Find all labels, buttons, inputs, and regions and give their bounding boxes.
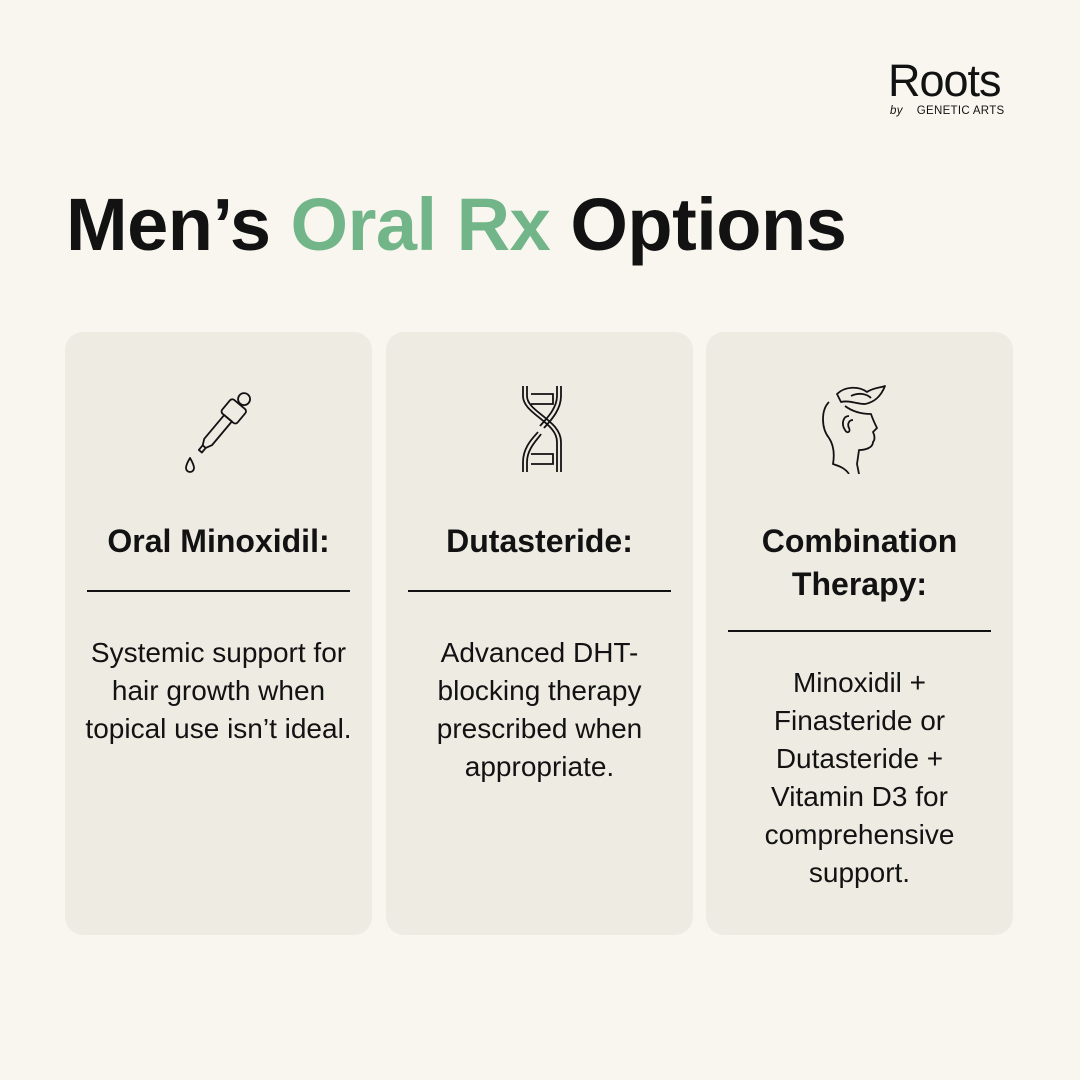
brand-company: GENETIC ARTS [916, 105, 1005, 117]
head-profile-icon [821, 385, 886, 474]
card-heading: Dutasteride: [446, 523, 633, 559]
card-dutasteride: Dutasteride: Advanced DHT-blocking thera… [386, 332, 693, 935]
card-body: Minoxidil + Finasteride or Dutasteride +… [764, 667, 955, 888]
divider [87, 590, 350, 592]
card-body: Systemic support for hair growth when to… [85, 637, 352, 744]
card-oral-minoxidil: Oral Minoxidil: Systemic support for hai… [65, 332, 372, 935]
brand-by: by [890, 105, 903, 117]
card-body: Advanced DHT-blocking therapy prescribed… [436, 637, 643, 782]
card-combination-therapy: Combination Therapy: Minoxidil + Finaste… [706, 332, 1013, 935]
brand-name: Roots [888, 55, 1002, 106]
card-heading: Combination Therapy: [761, 523, 958, 602]
title-part2: Options [550, 183, 847, 266]
dropper-icon [184, 392, 251, 473]
title-accent: Oral Rx [290, 183, 551, 266]
page-title: Men’s Oral Rx Options [66, 180, 847, 270]
brand-logo: Roots by GENETIC ARTS [888, 58, 1018, 117]
dna-icon [521, 386, 562, 472]
divider [408, 590, 671, 592]
divider [728, 630, 991, 632]
title-part1: Men’s [66, 183, 291, 266]
card-heading: Oral Minoxidil: [107, 523, 330, 559]
